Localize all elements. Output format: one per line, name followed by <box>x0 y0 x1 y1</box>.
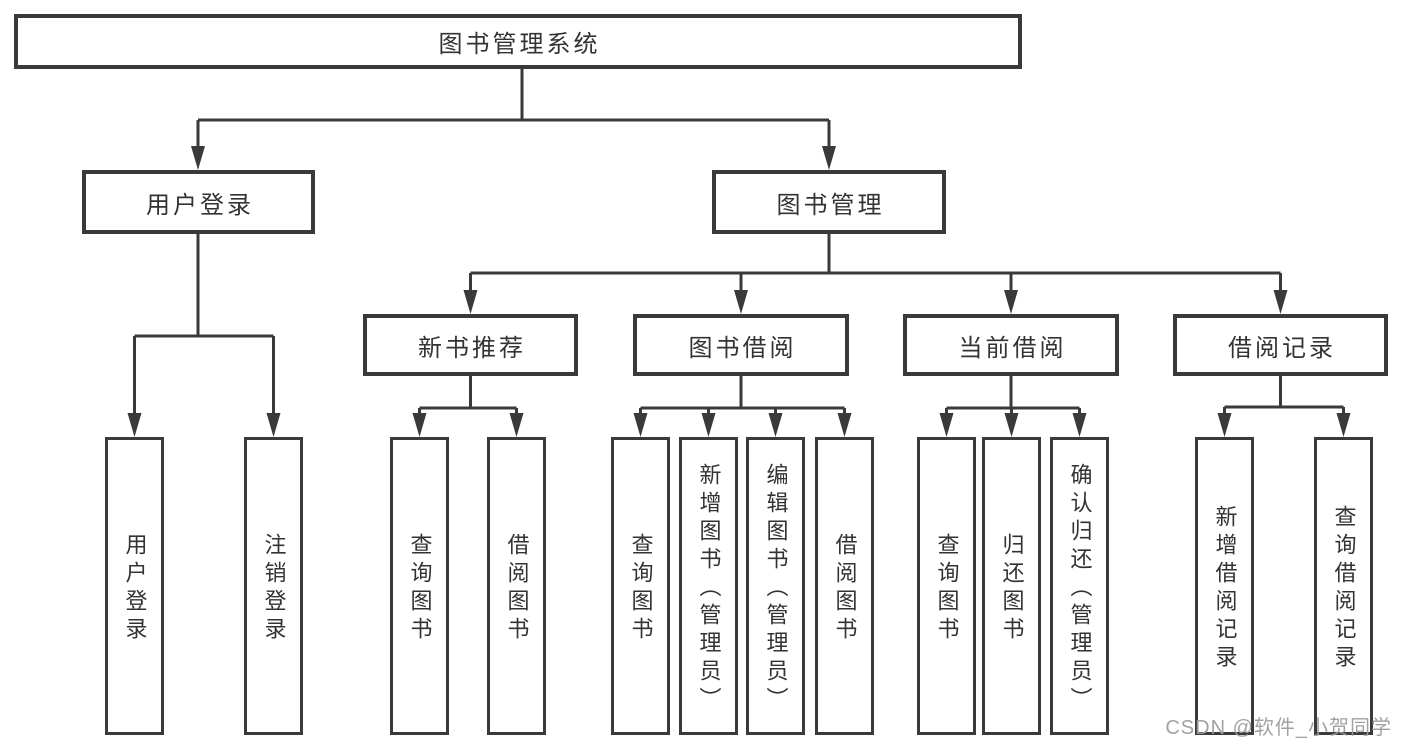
node-book-borrow-label: 图书借阅 <box>688 334 797 362</box>
leaf-borrow-book-2: 借阅图书 <box>815 437 874 735</box>
csdn-watermark: CSDN @软件_小贺同学 <box>1165 717 1392 739</box>
leaf-confirm-return-admin-label: 确认归还（管理员） <box>1067 463 1093 715</box>
leaf-logout-label: 注销登录 <box>261 533 287 645</box>
leaf-add-borrow-record: 新增借阅记录 <box>1195 437 1254 735</box>
leaf-query-book-2-label: 查询图书 <box>628 533 654 645</box>
leaf-edit-book-admin-label: 编辑图书（管理员） <box>763 463 789 715</box>
leaf-user-login-label: 用户登录 <box>122 533 148 645</box>
node-new-book-recommend-label: 新书推荐 <box>418 334 526 362</box>
arrowheads <box>127 146 1351 437</box>
leaf-query-book-3-label: 查询图书 <box>934 533 960 645</box>
leaf-borrow-book-1-label: 借阅图书 <box>504 533 530 645</box>
node-library-system-label: 图书管理系统 <box>438 31 601 58</box>
leaf-query-borrow-record: 查询借阅记录 <box>1314 437 1373 735</box>
leaf-add-borrow-record-label: 新增借阅记录 <box>1212 505 1238 673</box>
leaf-confirm-return-admin: 确认归还（管理员） <box>1050 437 1109 735</box>
node-library-system: 图书管理系统 <box>14 14 1022 69</box>
leaf-query-book-3: 查询图书 <box>917 437 976 735</box>
leaf-query-borrow-record-label: 查询借阅记录 <box>1331 505 1357 673</box>
leaf-return-book: 归还图书 <box>982 437 1041 735</box>
node-book-borrow: 图书借阅 <box>633 314 849 376</box>
leaf-add-book-admin-label: 新增图书（管理员） <box>696 463 722 715</box>
node-borrow-record-label: 借阅记录 <box>1228 334 1336 362</box>
leaf-logout: 注销登录 <box>244 437 303 735</box>
node-borrow-record: 借阅记录 <box>1173 314 1388 376</box>
node-new-book-recommend: 新书推荐 <box>363 314 578 376</box>
node-current-borrow-label: 当前借阅 <box>958 334 1067 362</box>
node-user-login: 用户登录 <box>82 170 315 234</box>
leaf-add-book-admin: 新增图书（管理员） <box>679 437 738 735</box>
leaf-query-book-1: 查询图书 <box>390 437 449 735</box>
node-user-login-label: 用户登录 <box>146 191 254 219</box>
leaf-edit-book-admin: 编辑图书（管理员） <box>746 437 805 735</box>
node-book-management: 图书管理 <box>712 170 946 234</box>
leaf-query-book-2: 查询图书 <box>611 437 670 735</box>
leaf-user-login: 用户登录 <box>105 437 164 735</box>
leaf-query-book-1-label: 查询图书 <box>407 533 433 645</box>
node-current-borrow: 当前借阅 <box>903 314 1119 376</box>
leaf-return-book-label: 归还图书 <box>999 533 1025 645</box>
leaf-borrow-book-2-label: 借阅图书 <box>832 533 858 645</box>
leaf-borrow-book-1: 借阅图书 <box>487 437 546 735</box>
node-book-management-label: 图书管理 <box>776 191 885 219</box>
